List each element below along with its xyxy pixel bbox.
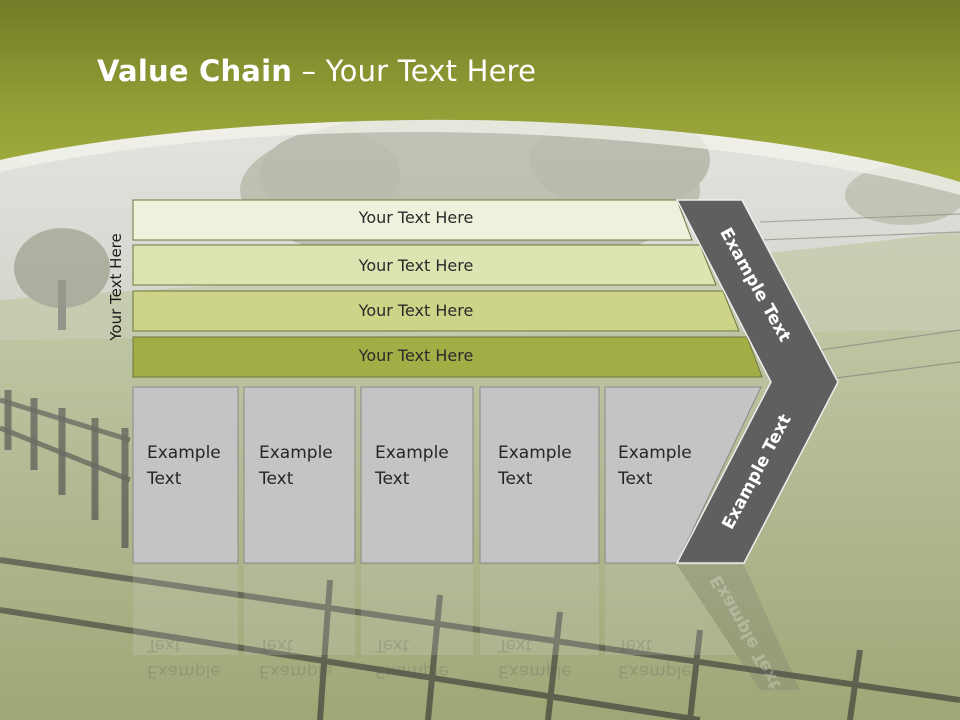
title-bold: Value Chain <box>97 54 293 88</box>
row-label-3: Your Text Here <box>358 301 474 320</box>
row-label-4: Your Text Here <box>358 346 474 365</box>
row-label-1: Your Text Here <box>358 208 474 227</box>
margin-chevron <box>675 199 839 564</box>
row-bar-4 <box>132 336 763 378</box>
diagram-reflection <box>133 565 800 690</box>
activity-box-3 <box>360 386 474 564</box>
activity-box-4 <box>479 386 600 564</box>
slide-title: Value Chain – Your Text Here <box>97 54 536 88</box>
activity-box-1 <box>132 386 239 564</box>
row-bar-3 <box>132 290 740 332</box>
activity-box-2 <box>243 386 356 564</box>
title-rest: – Your Text Here <box>292 54 537 88</box>
row-label-2: Your Text Here <box>358 256 474 275</box>
row-bar-1 <box>132 199 693 241</box>
row-bar-2 <box>132 244 717 286</box>
